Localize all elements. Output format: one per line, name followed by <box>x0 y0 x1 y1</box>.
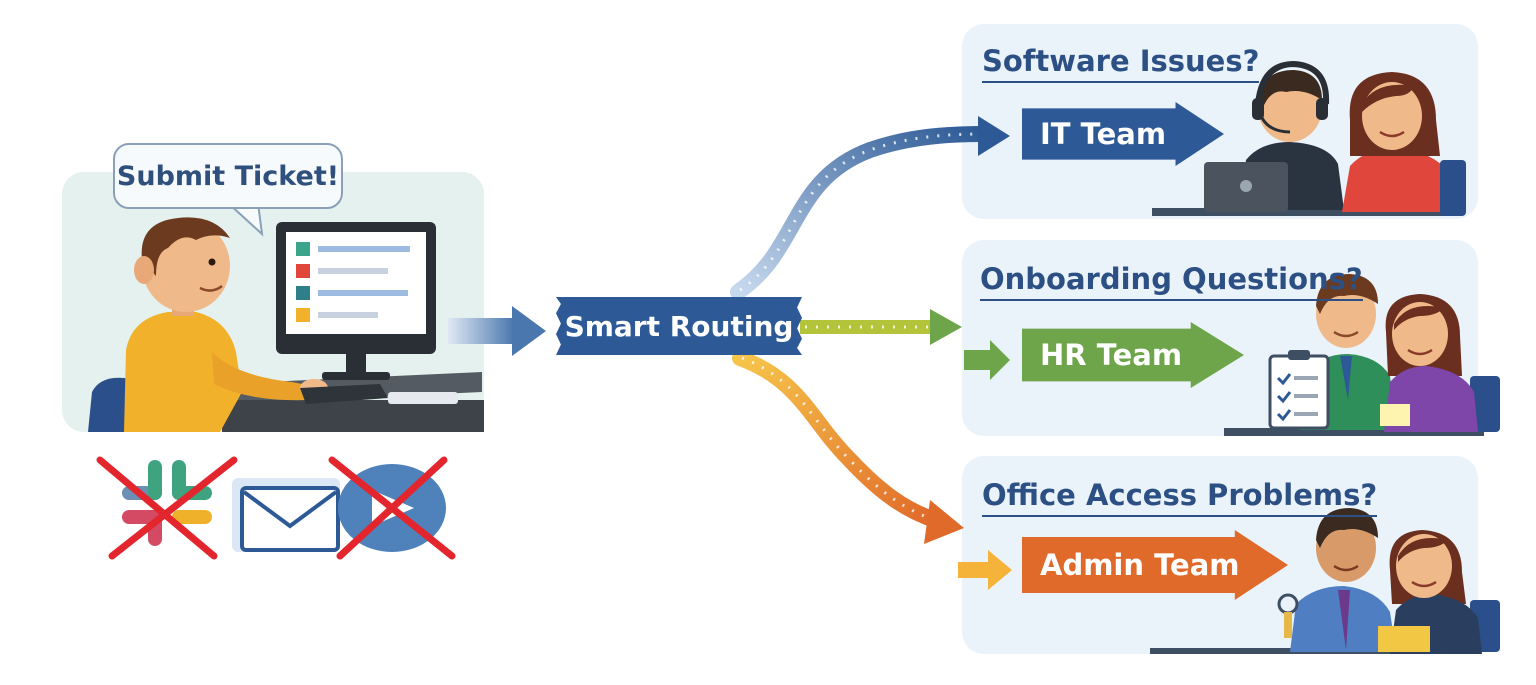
it-team-agents <box>1152 60 1466 216</box>
it-team-banner: IT Team <box>1022 102 1224 166</box>
hr-flow-arrow <box>800 309 962 345</box>
hr-route-question: Onboarding Questions? <box>980 262 1363 301</box>
submit-ticket-label: Submit Ticket! <box>116 160 340 192</box>
admin-route-question: Office Access Problems? <box>982 478 1378 517</box>
it-team-label: IT Team <box>1040 117 1167 151</box>
admin-team-banner: Admin Team <box>1022 530 1288 600</box>
requester-at-computer <box>88 217 484 432</box>
input-flow-arrow <box>448 306 546 356</box>
admin-entry-arrow <box>958 550 1012 590</box>
hr-team-agents <box>1224 274 1500 436</box>
email-icon <box>232 478 340 552</box>
submit-ticket-bubble: Submit Ticket! <box>113 143 343 209</box>
smart-routing-label: Smart Routing <box>564 309 794 343</box>
video-blocked-cross-icon <box>328 456 456 560</box>
hr-team-banner: HR Team <box>1022 322 1244 388</box>
hr-entry-arrow <box>964 340 1010 380</box>
chat-blocked-cross-icon <box>96 456 238 560</box>
it-route-question: Software Issues? <box>982 44 1260 83</box>
admin-team-agents <box>1150 508 1500 654</box>
admin-team-label: Admin Team <box>1040 548 1240 582</box>
admin-flow-arrow <box>732 350 964 544</box>
it-flow-arrow <box>730 116 1010 300</box>
smart-routing-node: Smart Routing <box>556 297 802 355</box>
hr-team-label: HR Team <box>1040 338 1183 372</box>
